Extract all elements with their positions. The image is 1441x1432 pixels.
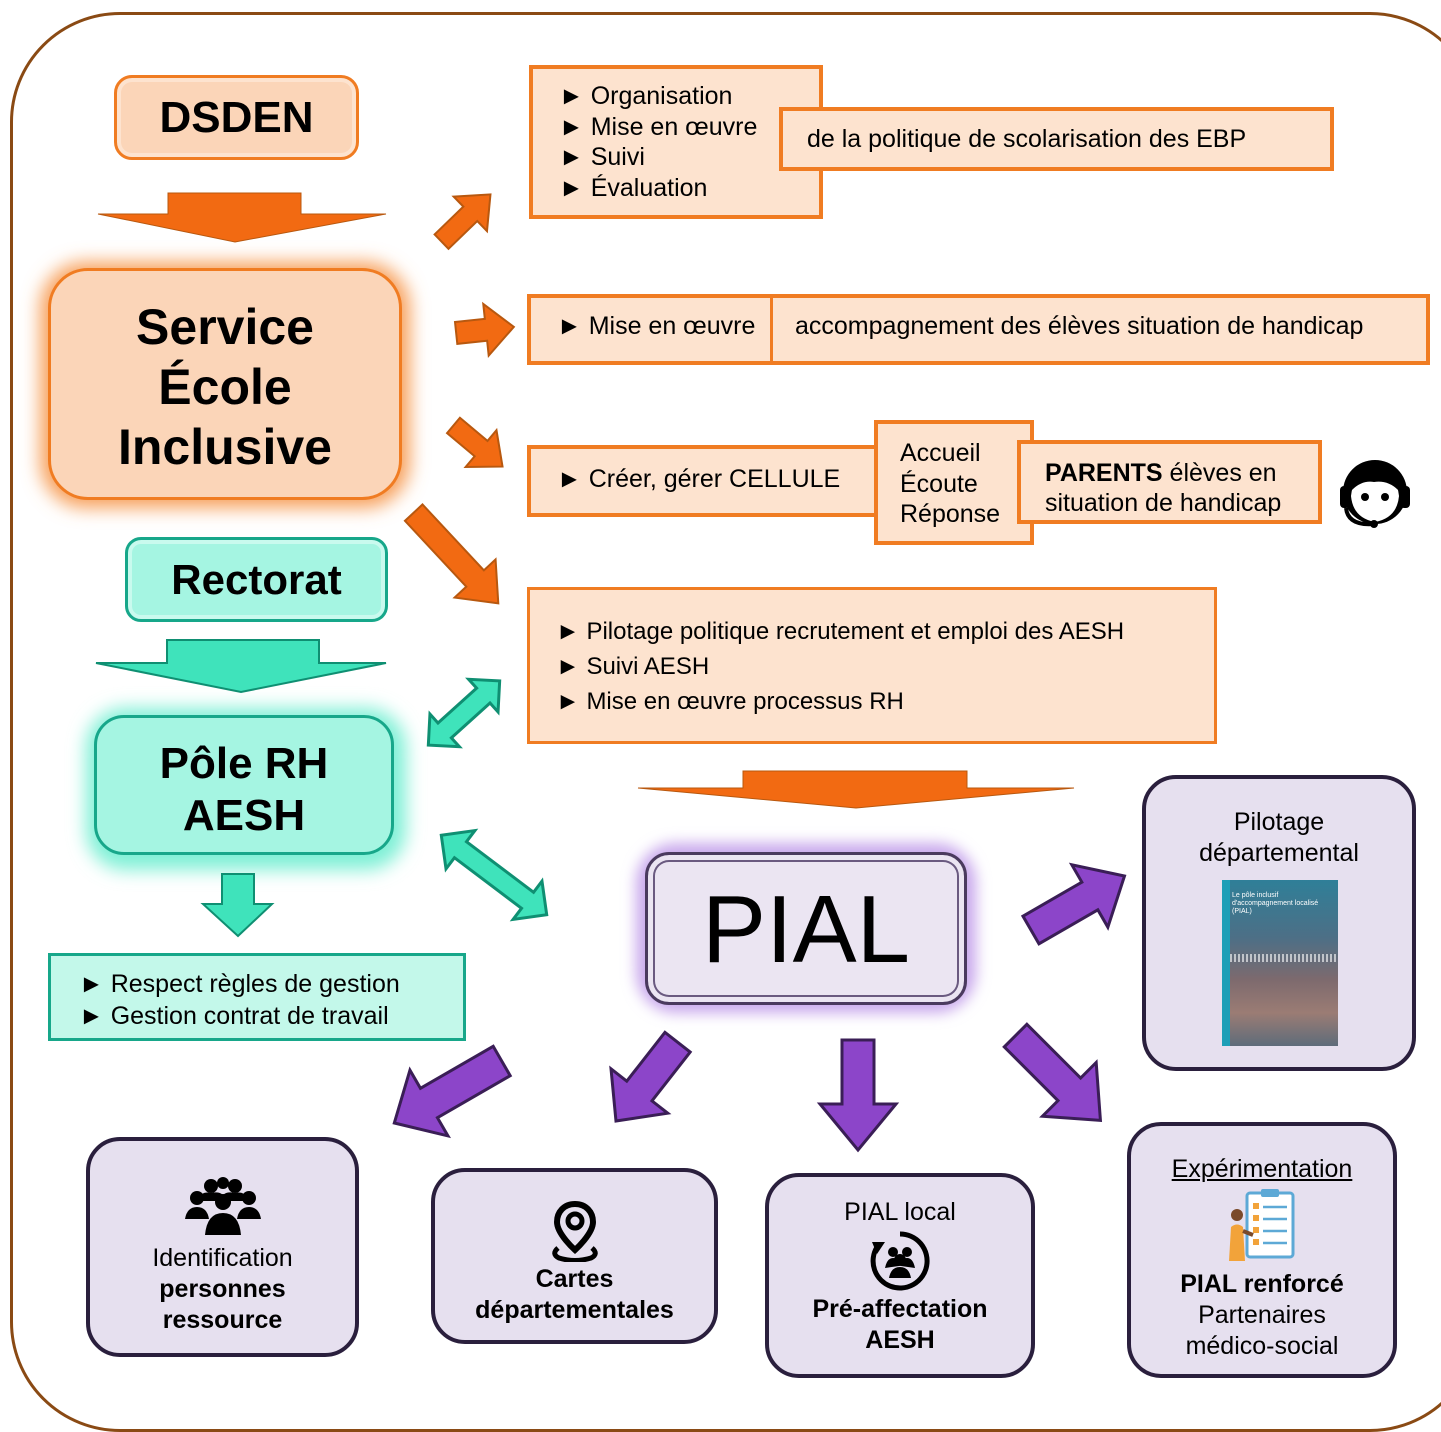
arrow-to-box2 [453, 301, 516, 359]
pial-guide-cover: Le pôle inclusif d'accompagnement locali… [1222, 880, 1338, 1046]
cartes-box: Cartes départementales [431, 1168, 718, 1344]
box2-item: ► Mise en œuvre [527, 294, 781, 365]
gestion-item-2: ► Gestion contrat de travail [79, 1002, 389, 1030]
box1-list: ► Organisation ► Mise en œuvre ► Suivi ►… [529, 65, 823, 219]
pial-box: PIAL [645, 852, 967, 1005]
pial-label: PIAL [701, 876, 911, 983]
arrow-to-box3 [445, 416, 504, 468]
box1-detail: de la politique de scolarisation des EBP [779, 107, 1334, 171]
rectorat-box: Rectorat [125, 537, 388, 622]
group-people-icon [184, 1177, 261, 1235]
down-arrow-pole [200, 873, 275, 938]
pial-local-box: PIAL local Pré-affectation AESH [765, 1173, 1035, 1378]
gestion-item-1: ► Respect règles de gestion [79, 970, 400, 998]
box4-item-1: ► Pilotage politique recrutement et empl… [556, 618, 1125, 645]
pole-line-2: AESH [182, 791, 306, 840]
arrow-pial-pilotage [1020, 862, 1127, 946]
box1-item-1: ► Organisation [559, 82, 733, 110]
experimentation-title: Expérimentation [1171, 1155, 1353, 1183]
arrow-pial-cartes [609, 1030, 693, 1123]
experimentation-line-3: médico-social [1185, 1332, 1339, 1360]
sei-line-3: Inclusive [118, 419, 332, 475]
arrow-pial-local [816, 1038, 900, 1153]
box1-item-2: ► Mise en œuvre [559, 112, 758, 141]
accueil-line-2: Écoute [900, 469, 978, 498]
down-arrow-dsden [97, 192, 387, 243]
down-arrow-rectorat [95, 639, 387, 694]
pilotage-line-1: Pilotage [1233, 808, 1325, 836]
service-ecole-inclusive-box: Service École Inclusive [48, 268, 402, 500]
accueil-line-1: Accueil [900, 439, 981, 467]
pole-rh-aesh-box: Pôle RH AESH [94, 715, 394, 855]
identification-line-2: personnes [159, 1275, 286, 1303]
pilotage-line-2: départemental [1199, 839, 1359, 867]
double-arrow-pole-pial [439, 828, 549, 922]
box3-parents: PARENTS élèves en situation de handicap [1017, 440, 1322, 524]
down-arrow-to-pial [637, 770, 1075, 809]
gestion-box: ► Respect règles de gestion ► Gestion co… [48, 953, 466, 1041]
people-cycle-icon [870, 1231, 930, 1291]
box3-accueil: Accueil Écoute Réponse [874, 420, 1034, 545]
identification-box: Identification personnes ressource [86, 1137, 359, 1357]
dsden-box: DSDEN [114, 75, 359, 160]
cover-title: Le pôle inclusif d'accompagnement locali… [1232, 892, 1319, 915]
experimentation-line-1: PIAL renforcé [1180, 1270, 1344, 1298]
pilotage-box: Pilotage départemental Le pôle inclusif … [1142, 775, 1416, 1071]
identification-line-1: Identification [152, 1244, 293, 1272]
experimentation-line-2: Partenaires [1198, 1301, 1326, 1329]
identification-line-3: ressource [162, 1306, 283, 1334]
pial-local-line-3: AESH [865, 1326, 935, 1354]
arrow-to-box4 [403, 503, 500, 605]
dsden-label: DSDEN [159, 93, 314, 142]
arrow-pial-experimentation [1002, 1022, 1103, 1123]
accueil-line-3: Réponse [900, 500, 1001, 528]
checklist-person-icon [1229, 1189, 1295, 1261]
pial-local-line-1: PIAL local [844, 1198, 956, 1226]
sei-line-1: Service [136, 299, 314, 355]
box4-item-3: ► Mise en œuvre processus RH [556, 688, 904, 715]
box2-detail: accompagnement des élèves situation de h… [770, 294, 1430, 365]
pole-line-1: Pôle RH [159, 739, 329, 788]
parents-line-1: PARENTS élèves en [1045, 459, 1277, 487]
box1-item-3: ► Suivi [559, 143, 645, 171]
map-pin-icon [551, 1200, 598, 1262]
parents-line-2: situation de handicap [1045, 489, 1282, 517]
cartes-line-2: départementales [475, 1296, 674, 1324]
box4-list: ► Pilotage politique recrutement et empl… [527, 587, 1217, 744]
box4-item-2: ► Suivi AESH [556, 653, 710, 680]
pial-local-line-2: Pré-affectation [812, 1295, 988, 1323]
arrow-to-box1 [433, 193, 492, 251]
rectorat-label: Rectorat [171, 556, 342, 603]
experimentation-box: Expérimentation PIAL renforcé Partenaire… [1127, 1122, 1397, 1378]
arrow-pial-identification [392, 1044, 513, 1139]
box1-item-4: ► Évaluation [559, 173, 708, 202]
headset-person-icon [1340, 460, 1410, 528]
cartes-line-1: Cartes [535, 1265, 614, 1293]
double-arrow-pole-box4 [426, 677, 502, 749]
box3-item: ► Créer, gérer CELLULE [527, 445, 887, 517]
sei-line-2: École [158, 359, 292, 415]
